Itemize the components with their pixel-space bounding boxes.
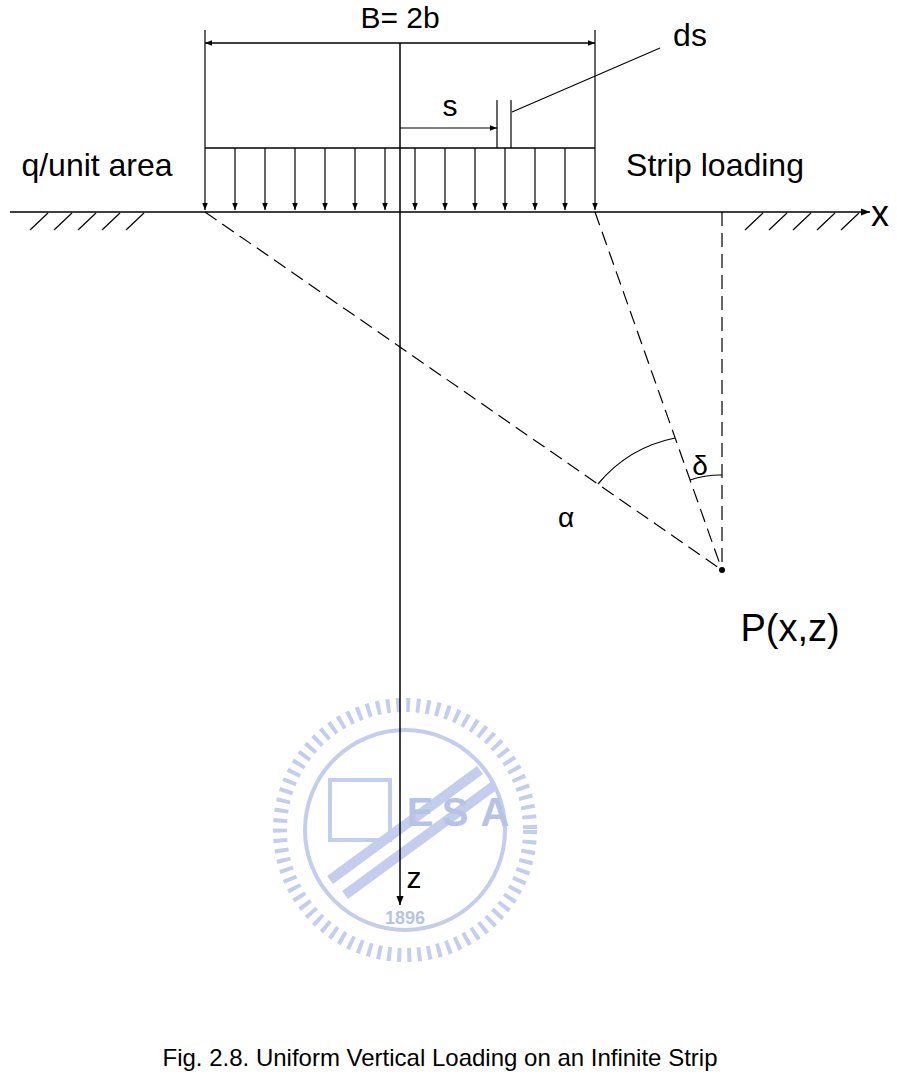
load-arrow [504, 148, 505, 210]
load-arrow [234, 148, 235, 210]
dimension-label: s [443, 91, 458, 121]
dimension-label: B= 2b [360, 3, 439, 33]
watermark-logo [280, 705, 530, 955]
point-label: P(x,z) [740, 609, 839, 647]
angle-label: δ [692, 452, 708, 480]
ground-hatch [78, 213, 96, 230]
load-arrow [414, 148, 415, 210]
load-arrow [264, 148, 265, 210]
axis-label: z [407, 863, 422, 893]
load-arrow [384, 148, 385, 210]
load-arrow [444, 148, 445, 210]
watermark-text: E [407, 792, 434, 832]
angle-label: α [558, 504, 574, 532]
ground-hatch [769, 213, 787, 230]
ground-hatch [841, 213, 859, 230]
watermark-text: S [442, 792, 469, 832]
axis-label: x [871, 196, 889, 232]
load-arrow [204, 148, 205, 210]
ground-hatch [102, 213, 120, 230]
load-arrow [324, 148, 325, 210]
load-label: q/unit area [21, 149, 172, 181]
ground-hatch [817, 213, 835, 230]
load-label: Strip loading [626, 149, 804, 181]
watermark-text: 1896 [385, 909, 425, 927]
figure-caption: Fig. 2.8. Uniform Vertical Loading on an… [163, 1046, 718, 1070]
load-arrow [534, 148, 535, 210]
ground-hatch [793, 213, 811, 230]
load-arrow [594, 148, 595, 210]
load-arrow [564, 148, 565, 210]
load-arrow [474, 148, 475, 210]
load-arrow [294, 148, 295, 210]
ground-hatch [126, 213, 144, 230]
ground-hatch [54, 213, 72, 230]
ground-hatch [30, 213, 48, 230]
watermark-text: A [481, 792, 510, 832]
element-label: ds [673, 19, 707, 51]
load-arrow [354, 148, 355, 210]
ground-hatch [745, 213, 763, 230]
